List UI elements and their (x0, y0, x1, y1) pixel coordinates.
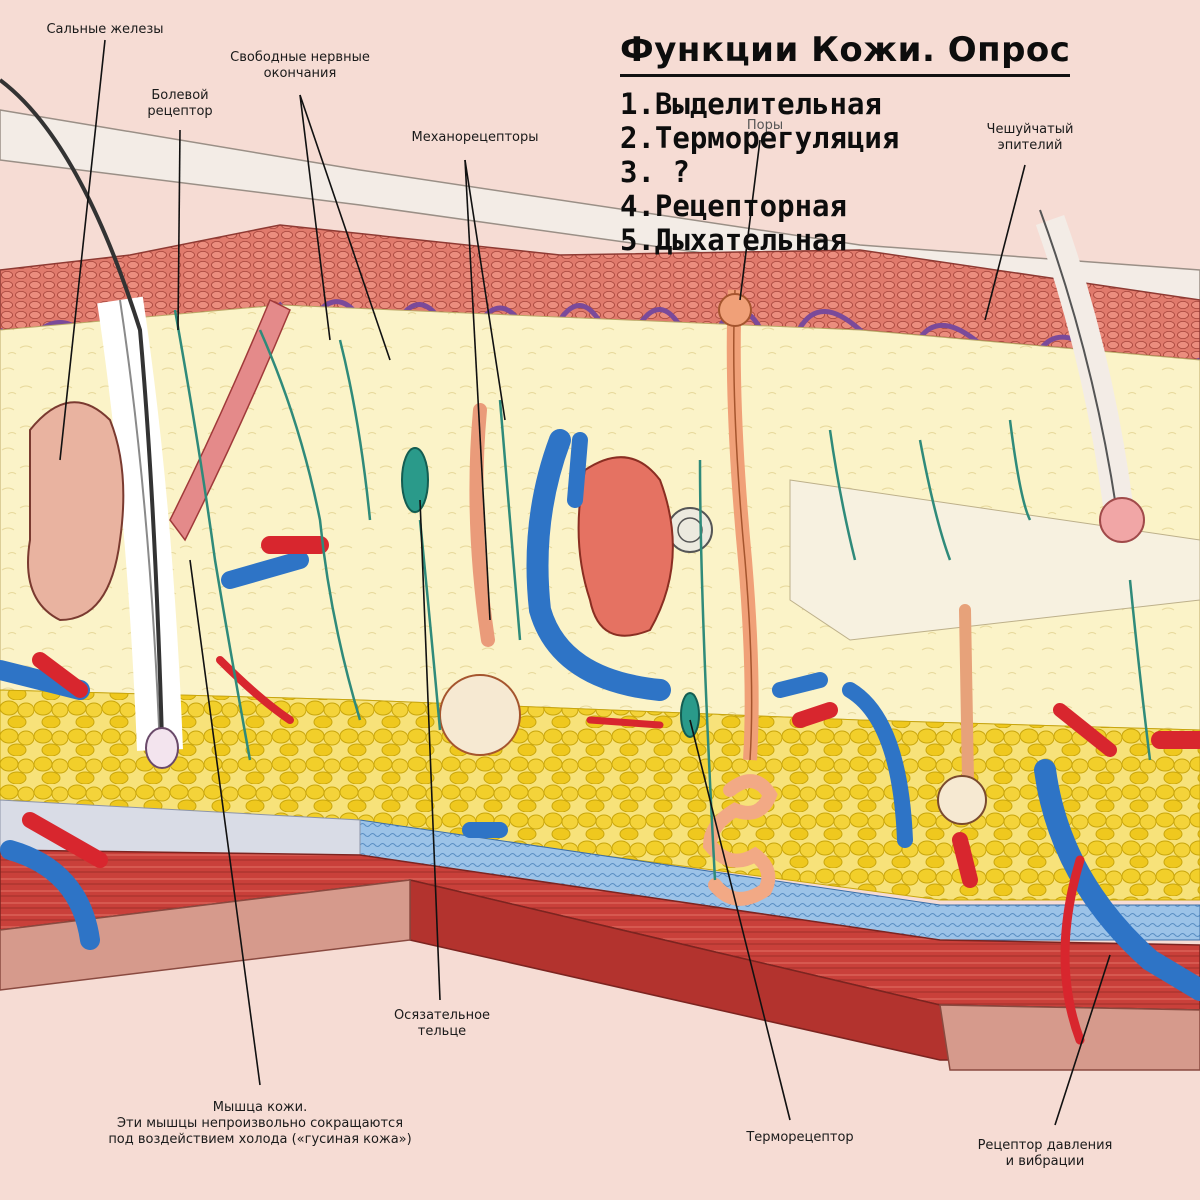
label-mechanoreceptors: Механорецепторы (411, 130, 539, 145)
label-pores: Поры (746, 118, 784, 133)
quiz-item: 5.Дыхательная (620, 223, 847, 257)
quiz-item: 3. ? (620, 155, 690, 189)
label-squamous-epithelium: Чешуйчатый эпителий (986, 122, 1074, 153)
label-skin-muscle: Мышца кожи. Эти мышцы непроизвольно сокр… (108, 1100, 412, 1147)
label-tactile-corpuscle: Осязательное тельце (393, 1008, 491, 1039)
label-pain-receptor: Болевой рецептор (147, 88, 213, 119)
quiz-item: 2.Терморегуляция (620, 121, 900, 155)
label-sebaceous-glands: Сальные железы (46, 22, 164, 37)
label-thermoreceptor: Терморецептор (746, 1130, 854, 1145)
label-pressure-receptor: Рецептор давления и вибрации (977, 1138, 1113, 1169)
label-free-nerve-endings: Свободные нервные окончания (230, 50, 370, 81)
quiz-panel: Функции Кожи. Опрос 1.Выделительная 2.Те… (620, 30, 1140, 257)
quiz-item: 4.Рецепторная (620, 189, 847, 223)
quiz-item: 1.Выделительная (620, 87, 882, 121)
quiz-title: Функции Кожи. Опрос (620, 30, 1071, 77)
quiz-list: 1.Выделительная 2.Терморегуляция 3. ? 4.… (620, 87, 1140, 257)
